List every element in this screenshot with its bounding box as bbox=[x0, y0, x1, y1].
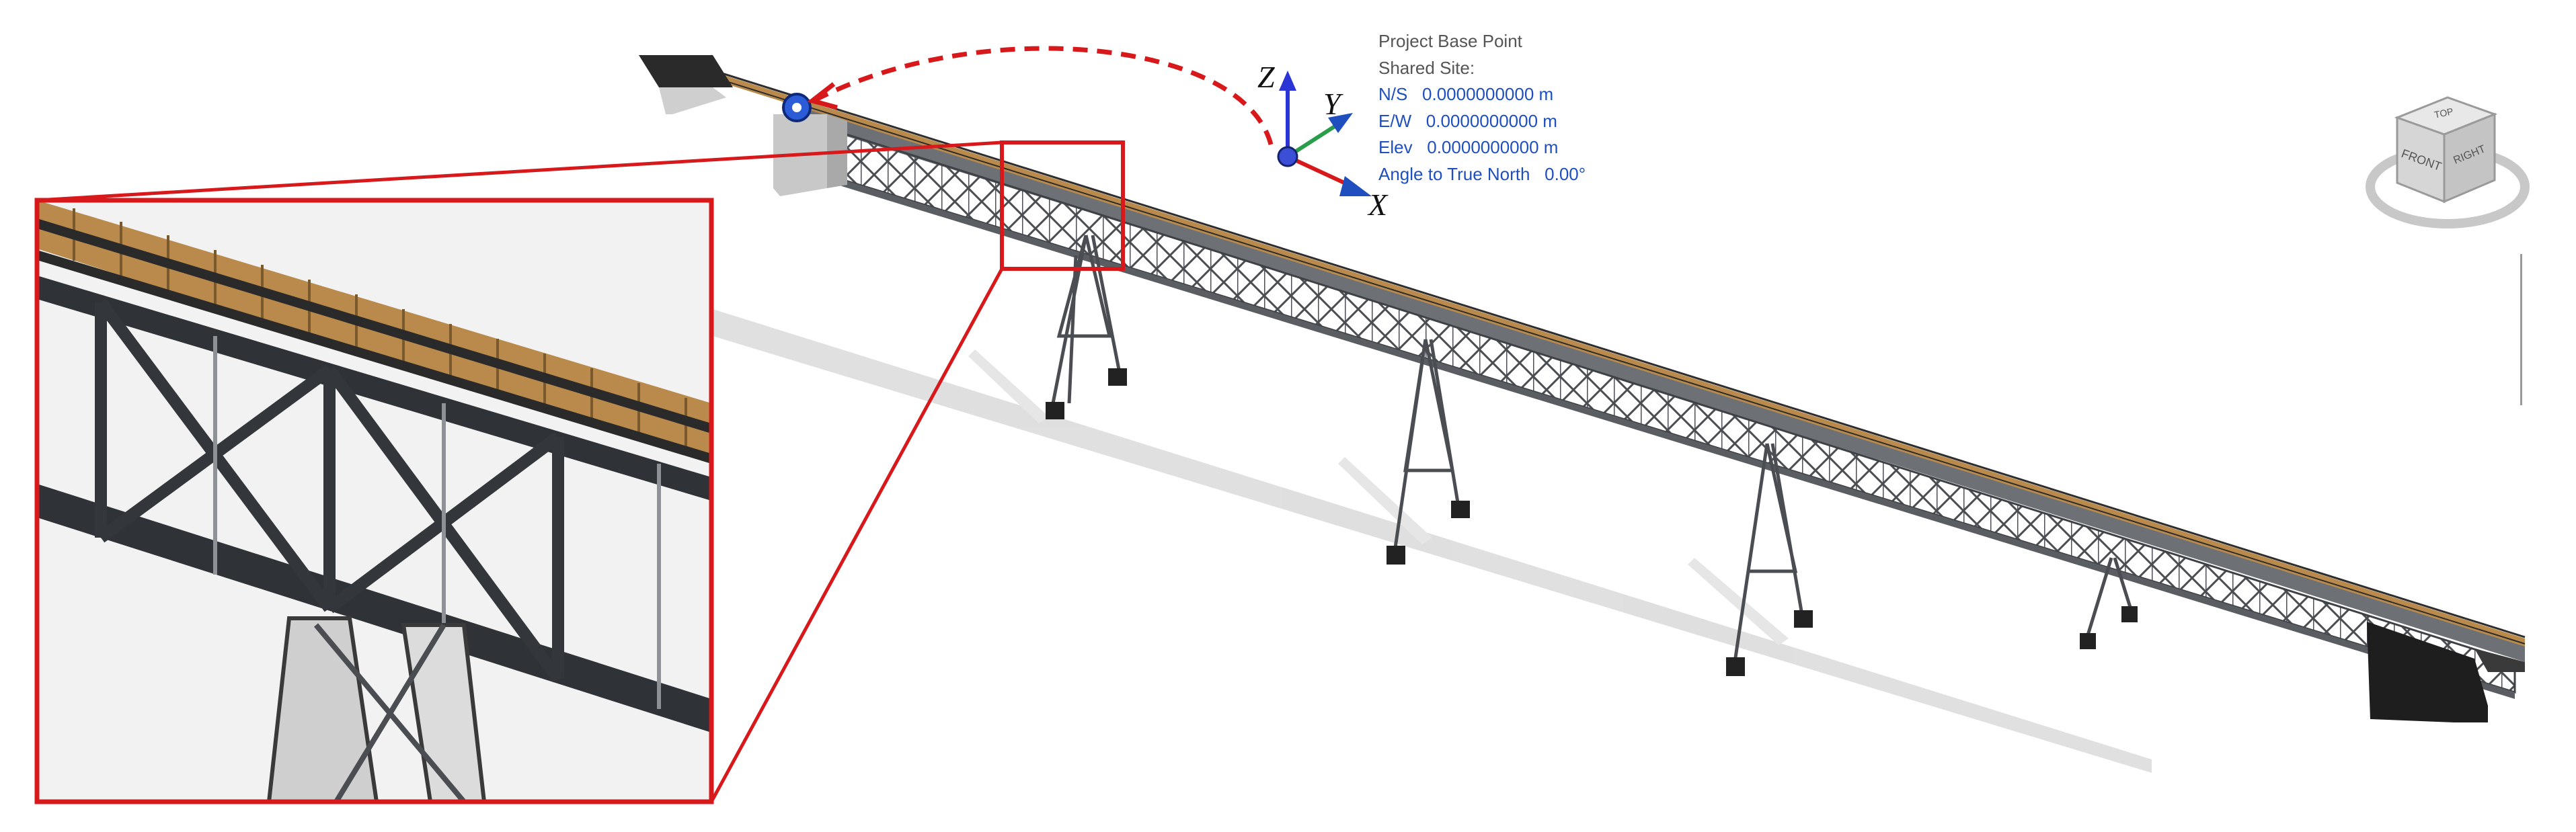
zoom-detail-inset bbox=[37, 200, 711, 802]
axis-label-y: Y bbox=[1323, 87, 1341, 121]
axis-label-x: X bbox=[1368, 188, 1388, 222]
pier-2 bbox=[1387, 339, 1470, 565]
ns-label: N/S bbox=[1378, 84, 1408, 104]
ew-label: E/W bbox=[1378, 110, 1412, 131]
ground-shadow bbox=[713, 309, 2152, 773]
ns-row[interactable]: N/S 0.0000000000 m bbox=[1378, 81, 1586, 108]
viewcube[interactable] bbox=[2366, 96, 2530, 228]
left-abutment bbox=[639, 55, 847, 196]
ew-row[interactable]: E/W 0.0000000000 m bbox=[1378, 108, 1586, 135]
right-abutment bbox=[2367, 622, 2525, 722]
zoom-callout-line-bottom bbox=[709, 267, 1004, 803]
elev-label: Elev bbox=[1378, 137, 1413, 157]
angle-row[interactable]: Angle to True North 0.00° bbox=[1378, 161, 1586, 188]
elev-row[interactable]: Elev 0.0000000000 m bbox=[1378, 134, 1586, 161]
zoom-detail-frame bbox=[34, 198, 714, 804]
base-point-title: Project Base Point bbox=[1378, 31, 1522, 51]
angle-label: Angle to True North bbox=[1378, 163, 1530, 184]
ew-value[interactable]: 0.0000000000 m bbox=[1426, 110, 1557, 131]
bridge-truss[interactable] bbox=[672, 56, 2526, 699]
pier-4 bbox=[2080, 557, 2138, 649]
ns-value[interactable]: 0.0000000000 m bbox=[1422, 84, 1554, 104]
viewport-scrollbar[interactable] bbox=[2520, 254, 2522, 405]
zoom-callout-line-top bbox=[36, 140, 1003, 202]
coordinate-axes bbox=[1277, 71, 1372, 196]
pier-3 bbox=[1726, 443, 1813, 676]
elev-value[interactable]: 0.0000000000 m bbox=[1427, 137, 1559, 157]
angle-value[interactable]: 0.00° bbox=[1545, 163, 1586, 184]
pier-1 bbox=[1046, 235, 1127, 419]
relocation-arrow bbox=[807, 46, 1274, 145]
zoom-region-box bbox=[1000, 140, 1125, 271]
base-point-info-panel: Project Base Point Shared Site: N/S 0.00… bbox=[1378, 28, 1586, 188]
axis-label-z: Z bbox=[1257, 60, 1275, 94]
project-base-point-marker[interactable] bbox=[782, 93, 812, 122]
shared-site-label: Shared Site: bbox=[1378, 57, 1475, 78]
